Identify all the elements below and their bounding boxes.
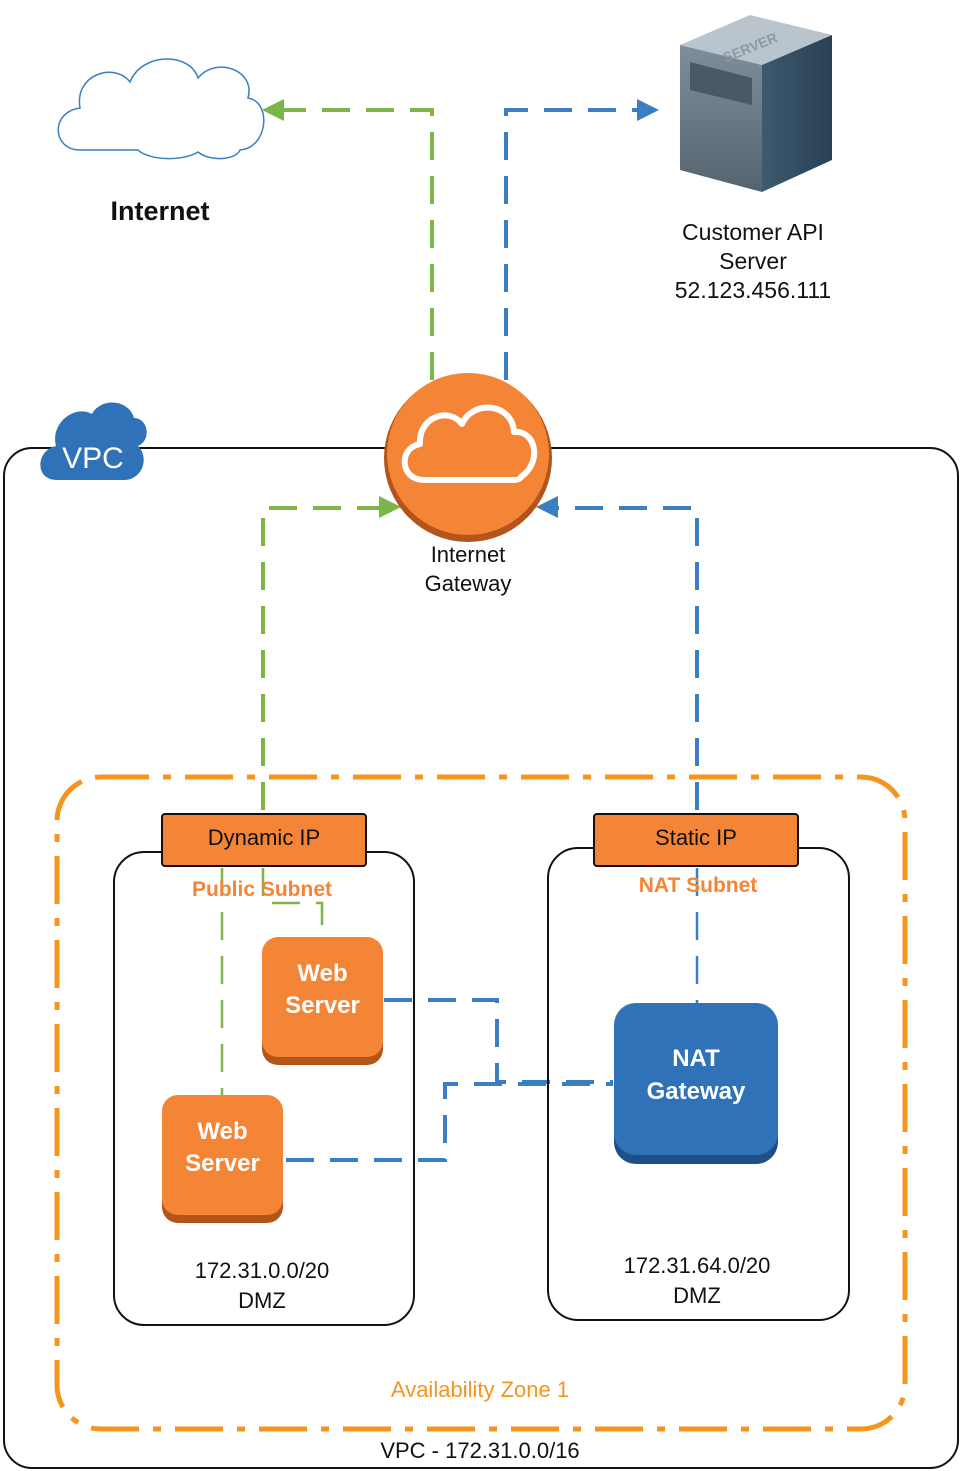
green-arrowhead-right [379, 496, 401, 518]
green-flow-line [261, 108, 434, 810]
nat-gateway-line1: NAT [672, 1045, 720, 1072]
nat-subnet-title: NAT Subnet [638, 874, 758, 897]
nat-gateway-icon [614, 1003, 778, 1164]
vpc-cloud-icon: VPC [40, 402, 147, 480]
web-server-2-icon [162, 1095, 283, 1223]
nat-gateway-line2: Gateway [646, 1078, 746, 1105]
web-server-1-label: Web Server [262, 958, 383, 1022]
web-server-2-line2: Server [185, 1150, 260, 1177]
web-server-2-line1: Web [197, 1118, 248, 1145]
nat-subnet-cidr-label: 172.31.64.0/20 DMZ [568, 1251, 826, 1311]
customer-api-server-line1: Customer API [682, 219, 824, 245]
availability-zone-label: Availability Zone 1 [390, 1377, 570, 1402]
static-ip-label: Static IP [655, 825, 737, 850]
dynamic-ip-tag-box [161, 813, 367, 867]
customer-api-server-line2: Server [719, 248, 787, 274]
vpc-footer-label: VPC - 172.31.0.0/16 [380, 1438, 580, 1463]
nat-gateway-label: NAT Gateway [614, 1042, 778, 1108]
blue-arrowhead-left [536, 496, 558, 518]
customer-api-server-ip: 52.123.456.111 [674, 277, 832, 303]
web-server-1-line1: Web [297, 960, 348, 987]
dynamic-ip-label: Dynamic IP [207, 825, 321, 850]
web-server-2-label: Web Server [162, 1116, 283, 1180]
server-icon: SERVER [680, 15, 832, 192]
availability-zone-boundary [54, 774, 908, 1432]
nat-subnet-zone: DMZ [673, 1283, 721, 1308]
public-subnet-title: Public Subnet [191, 878, 332, 901]
blue-arrowhead-right [637, 99, 659, 121]
public-subnet-cidr-label: 172.31.0.0/20 DMZ [134, 1256, 390, 1316]
public-subnet-boundary [113, 851, 415, 1326]
svg-text:VPC: VPC [62, 442, 124, 475]
blue-flow-line [286, 108, 699, 1162]
public-subnet-cidr: 172.31.0.0/20 [194, 1258, 330, 1283]
nat-subnet-cidr: 172.31.64.0/20 [623, 1253, 771, 1278]
static-ip-tag-box [593, 813, 799, 867]
internet-gateway-label: Internet Gateway [378, 540, 558, 598]
public-subnet-zone: DMZ [238, 1288, 286, 1313]
internet-label: Internet [110, 196, 210, 226]
web-server-1-line2: Server [285, 992, 360, 1019]
internet-cloud-icon [57, 58, 265, 160]
web-server-1-icon [262, 937, 383, 1065]
green-arrowhead-left [262, 99, 284, 121]
internet-gateway-line1: Internet [430, 542, 506, 567]
internet-gateway-icon [384, 373, 552, 542]
internet-gateway-line2: Gateway [424, 571, 512, 596]
green-internal-line [220, 868, 324, 1095]
customer-api-server-label: Customer API Server 52.123.456.111 [640, 218, 866, 305]
